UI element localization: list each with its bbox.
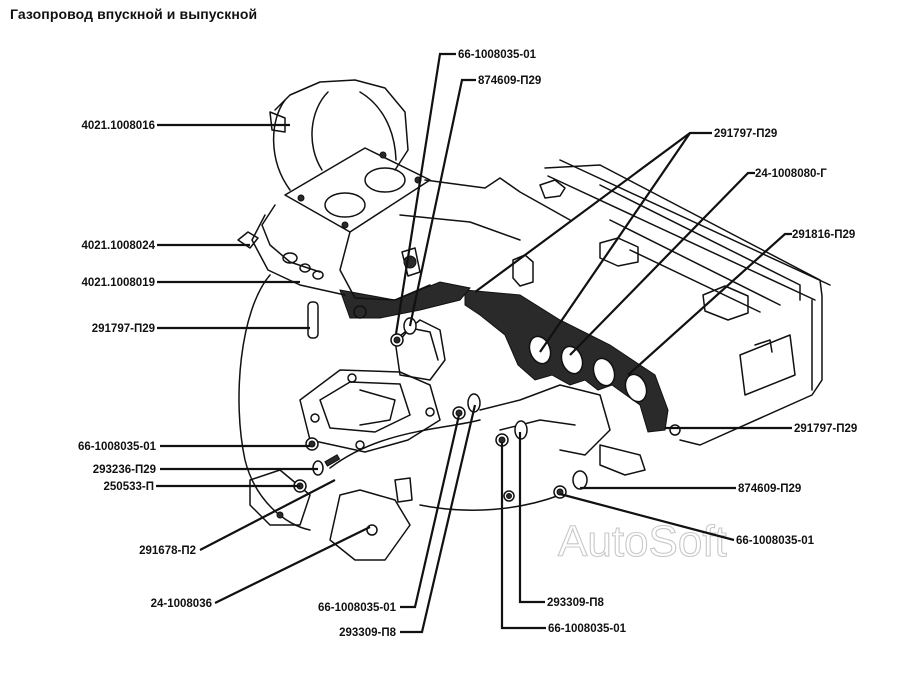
part-label: 291678-П2 bbox=[139, 545, 196, 557]
cylinder-head-drawing bbox=[512, 159, 831, 446]
part-labels: 66-1008035-01 874609-П29 291797-П29 24-1… bbox=[78, 49, 857, 639]
part-label: 293309-П8 bbox=[547, 597, 604, 609]
leader-line bbox=[500, 442, 546, 630]
part-label: 24-1008036 bbox=[151, 598, 212, 610]
part-label: 291797-П29 bbox=[714, 128, 777, 140]
part-label: 4021.1008016 bbox=[81, 120, 155, 132]
leader-line bbox=[214, 526, 371, 604]
part-label: 293236-П29 bbox=[93, 464, 156, 476]
part-label: 293309-П8 bbox=[339, 627, 396, 639]
diagram-title: Газопровод впускной и выпускной bbox=[10, 6, 258, 22]
leader-line bbox=[400, 404, 477, 634]
leader-line bbox=[518, 432, 545, 604]
gasket-drawing bbox=[339, 281, 669, 433]
exhaust-manifold-drawing bbox=[238, 274, 646, 561]
part-label: 66-1008035-01 bbox=[78, 441, 157, 453]
part-label: 291797-П29 bbox=[794, 423, 857, 435]
leader-line bbox=[394, 52, 456, 335]
leader-line bbox=[559, 492, 735, 542]
part-label: 66-1008035-01 bbox=[318, 602, 397, 614]
part-label: 291797-П29 bbox=[92, 323, 155, 335]
leader-lines bbox=[156, 52, 792, 634]
part-label: 874609-П29 bbox=[478, 75, 541, 87]
part-label: 4021.1008024 bbox=[81, 240, 155, 252]
watermark: AutoSoft bbox=[558, 517, 727, 566]
leader-line bbox=[539, 132, 691, 353]
leader-line bbox=[627, 232, 792, 376]
leader-line bbox=[408, 78, 476, 327]
part-label: 291816-П29 bbox=[792, 229, 855, 241]
part-label: 24-1008080-Г bbox=[755, 168, 827, 180]
part-label: 874609-П29 bbox=[738, 483, 801, 495]
leader-line bbox=[474, 131, 712, 293]
leader-line bbox=[400, 414, 461, 609]
leader-line bbox=[199, 479, 336, 551]
part-label: 4021.1008019 bbox=[81, 277, 155, 289]
part-label: 66-1008035-01 bbox=[458, 49, 537, 61]
leader-line bbox=[569, 171, 755, 356]
part-label: 66-1008035-01 bbox=[736, 535, 815, 547]
part-label: 250533-П bbox=[104, 481, 154, 493]
part-label: 66-1008035-01 bbox=[548, 623, 627, 635]
